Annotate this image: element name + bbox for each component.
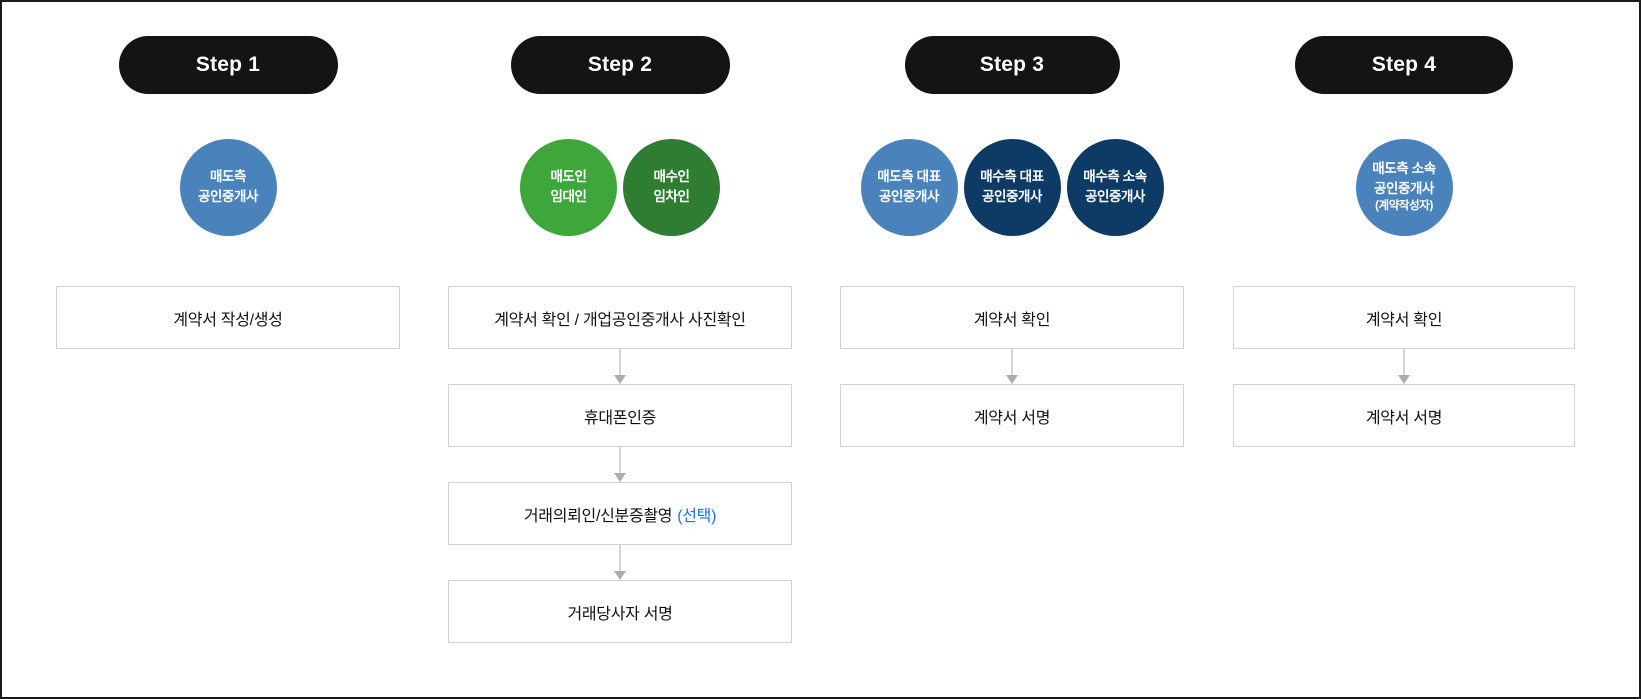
process-box: 계약서 서명 bbox=[1233, 384, 1575, 447]
actor-line-sub: (계약작성자) bbox=[1375, 200, 1433, 213]
actor-line-2: 공인중개사 bbox=[1084, 189, 1146, 204]
process-box-label: 계약서 서명 bbox=[1365, 409, 1443, 427]
arrow-down-icon bbox=[614, 349, 626, 384]
actor-seller-rep-agent: 매도측 대표 공인중개사 bbox=[860, 138, 958, 236]
process-box-label: 휴대폰인증 bbox=[583, 409, 657, 427]
actor-buyer-affiliated-agent: 매수측 소속 공인중개사 bbox=[1066, 138, 1164, 236]
actor-seller-agent: 매도측 공인중개사 bbox=[179, 138, 277, 236]
actor-line-2: 임차인 bbox=[653, 189, 690, 204]
process-box-label: 계약서 확인 bbox=[1365, 311, 1443, 329]
actor-seller-lessor: 매도인 임대인 bbox=[520, 138, 617, 236]
step-column-2: Step 2 매도인 임대인 매수인 임차인 계약서 확인 / 개업공인중개사 … bbox=[424, 36, 816, 643]
arrow-down-icon bbox=[614, 545, 626, 580]
process-box-label: 계약서 확인 / 개업공인중개사 사진확인 bbox=[494, 311, 746, 329]
actor-line-1: 매도측 소속 bbox=[1372, 161, 1436, 177]
process-boxes-3: 계약서 확인 계약서 서명 bbox=[816, 286, 1208, 447]
actor-line-1: 매도측 bbox=[209, 169, 247, 185]
actor-line-2: 공인중개사 bbox=[197, 189, 259, 204]
step-column-4: Step 4 매도측 소속 공인중개사 (계약작성자) 계약서 확인 계약서 서… bbox=[1208, 36, 1600, 447]
process-box: 계약서 작성/생성 bbox=[56, 286, 400, 349]
actor-line-2: 공인중개사 bbox=[1373, 180, 1435, 196]
arrow-down-icon bbox=[614, 447, 626, 482]
actor-group-4: 매도측 소속 공인중개사 (계약작성자) bbox=[1355, 136, 1453, 238]
actor-line-2: 임대인 bbox=[550, 189, 587, 204]
step-pill-2: Step 2 bbox=[510, 36, 730, 94]
actor-group-3: 매도측 대표 공인중개사 매수측 대표 공인중개사 매수측 소속 공인중개사 bbox=[860, 136, 1164, 238]
actor-line-1: 매수인 bbox=[653, 169, 690, 185]
process-box: 계약서 확인 bbox=[840, 286, 1184, 349]
actor-line-1: 매도인 bbox=[550, 169, 587, 185]
actor-line-2: 공인중개사 bbox=[878, 189, 940, 204]
actor-seller-affiliated-agent: 매도측 소속 공인중개사 (계약작성자) bbox=[1355, 138, 1453, 236]
actor-line-1: 매수측 대표 bbox=[980, 169, 1044, 185]
process-box: 계약서 서명 bbox=[840, 384, 1184, 447]
process-box: 거래당사자 서명 bbox=[448, 580, 792, 643]
arrow-down-icon bbox=[1006, 349, 1018, 384]
step-pill-3: Step 3 bbox=[904, 36, 1120, 94]
process-boxes-4: 계약서 확인 계약서 서명 bbox=[1208, 286, 1600, 447]
process-box-label: 계약서 확인 bbox=[973, 311, 1051, 329]
process-box: 계약서 확인 / 개업공인중개사 사진확인 bbox=[448, 286, 792, 349]
arrow-down-icon bbox=[1398, 349, 1410, 384]
step-pill-1: Step 1 bbox=[118, 36, 338, 94]
actor-line-2: 공인중개사 bbox=[981, 189, 1043, 204]
step-column-3: Step 3 매도측 대표 공인중개사 매수측 대표 공인중개사 매수측 소속 … bbox=[816, 36, 1208, 447]
process-box: 휴대폰인증 bbox=[448, 384, 792, 447]
process-box-label: 거래당사자 서명 bbox=[567, 605, 673, 623]
actor-group-2: 매도인 임대인 매수인 임차인 bbox=[520, 136, 720, 238]
process-box-label: 계약서 작성/생성 bbox=[173, 311, 283, 329]
step-column-1: Step 1 매도측 공인중개사 계약서 작성/생성 bbox=[32, 36, 424, 349]
step-pill-4: Step 4 bbox=[1295, 36, 1513, 94]
actor-line-1: 매도측 대표 bbox=[877, 169, 941, 185]
actor-buyer-rep-agent: 매수측 대표 공인중개사 bbox=[963, 138, 1061, 236]
process-boxes-2: 계약서 확인 / 개업공인중개사 사진확인 휴대폰인증 거래의뢰인/신분증촬영 … bbox=[424, 286, 816, 643]
actor-buyer-lessee: 매수인 임차인 bbox=[623, 138, 720, 236]
actor-group-1: 매도측 공인중개사 bbox=[179, 136, 277, 238]
process-box-label: 거래의뢰인/신분증촬영 bbox=[523, 507, 673, 525]
process-box: 계약서 확인 bbox=[1233, 286, 1575, 349]
optional-tag: (선택) bbox=[677, 507, 717, 525]
process-box: 거래의뢰인/신분증촬영 (선택) bbox=[448, 482, 792, 545]
actor-line-1: 매수측 소속 bbox=[1083, 169, 1147, 185]
process-box-label: 계약서 서명 bbox=[973, 409, 1051, 427]
process-boxes-1: 계약서 작성/생성 bbox=[32, 286, 424, 349]
